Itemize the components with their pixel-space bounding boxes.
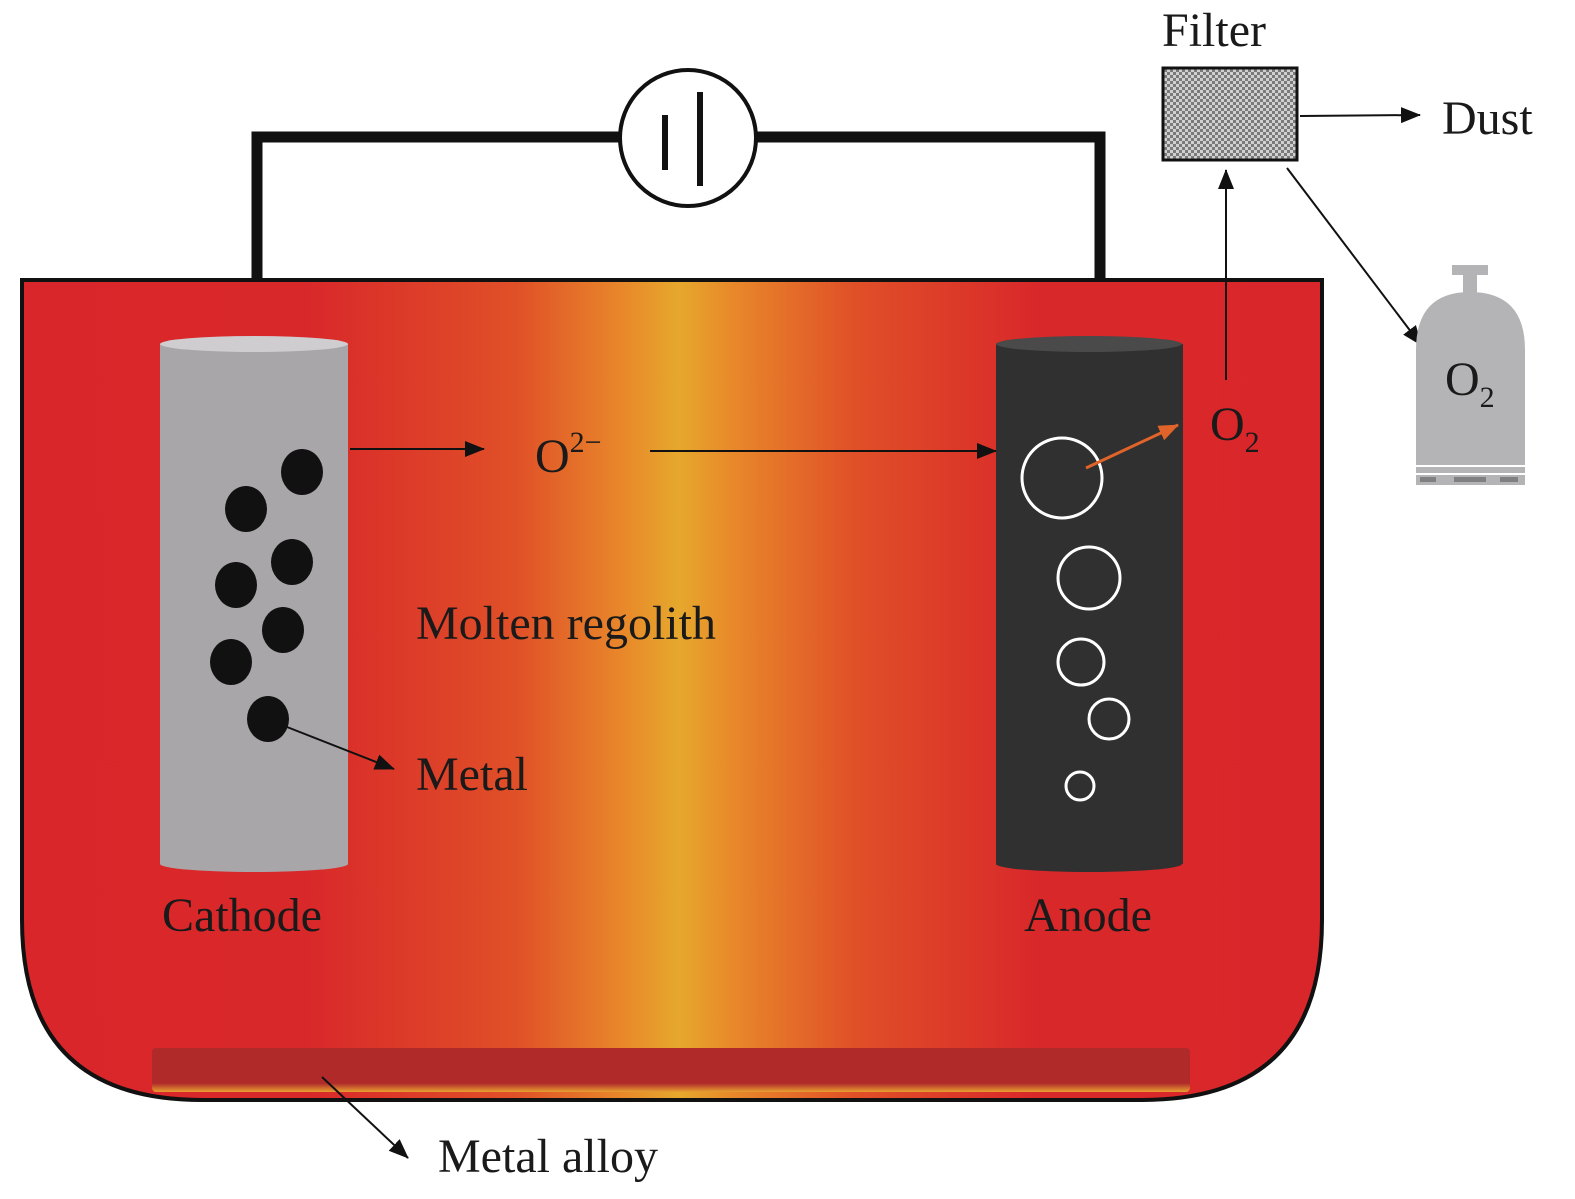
metal-particles bbox=[210, 449, 323, 742]
anode-electrode bbox=[996, 336, 1183, 872]
metal-alloy-label: Metal alloy bbox=[438, 1130, 658, 1183]
metal-label: Metal bbox=[416, 748, 528, 801]
metal-alloy-pointer-arrow bbox=[321, 1076, 409, 1159]
anode-label: Anode bbox=[1024, 889, 1152, 942]
power-source-icon bbox=[618, 68, 758, 208]
bubble-release-arrow bbox=[1085, 423, 1179, 470]
filter-label: Filter bbox=[1162, 4, 1266, 57]
cathode-electrode bbox=[160, 336, 348, 872]
circuit-wire bbox=[251, 131, 1106, 340]
metal-alloy-layer bbox=[152, 1048, 1190, 1092]
oxygen-gas-label: O2 bbox=[1210, 398, 1260, 459]
oxide-ion-label: O2− bbox=[535, 426, 602, 483]
filter-to-dust-arrow bbox=[1299, 107, 1421, 124]
dust-label: Dust bbox=[1442, 92, 1533, 145]
cathode-label: Cathode bbox=[162, 889, 322, 942]
oxygen-tank-icon bbox=[1416, 265, 1525, 485]
tank-oxygen-label: O2 bbox=[1445, 353, 1495, 414]
oxygen-bubbles bbox=[1020, 436, 1131, 802]
filter-box bbox=[1161, 66, 1299, 162]
molten-regolith-label: Molten regolith bbox=[416, 597, 716, 650]
filter-to-tank-arrow bbox=[1286, 167, 1422, 346]
metal-pointer-arrow bbox=[286, 726, 395, 770]
